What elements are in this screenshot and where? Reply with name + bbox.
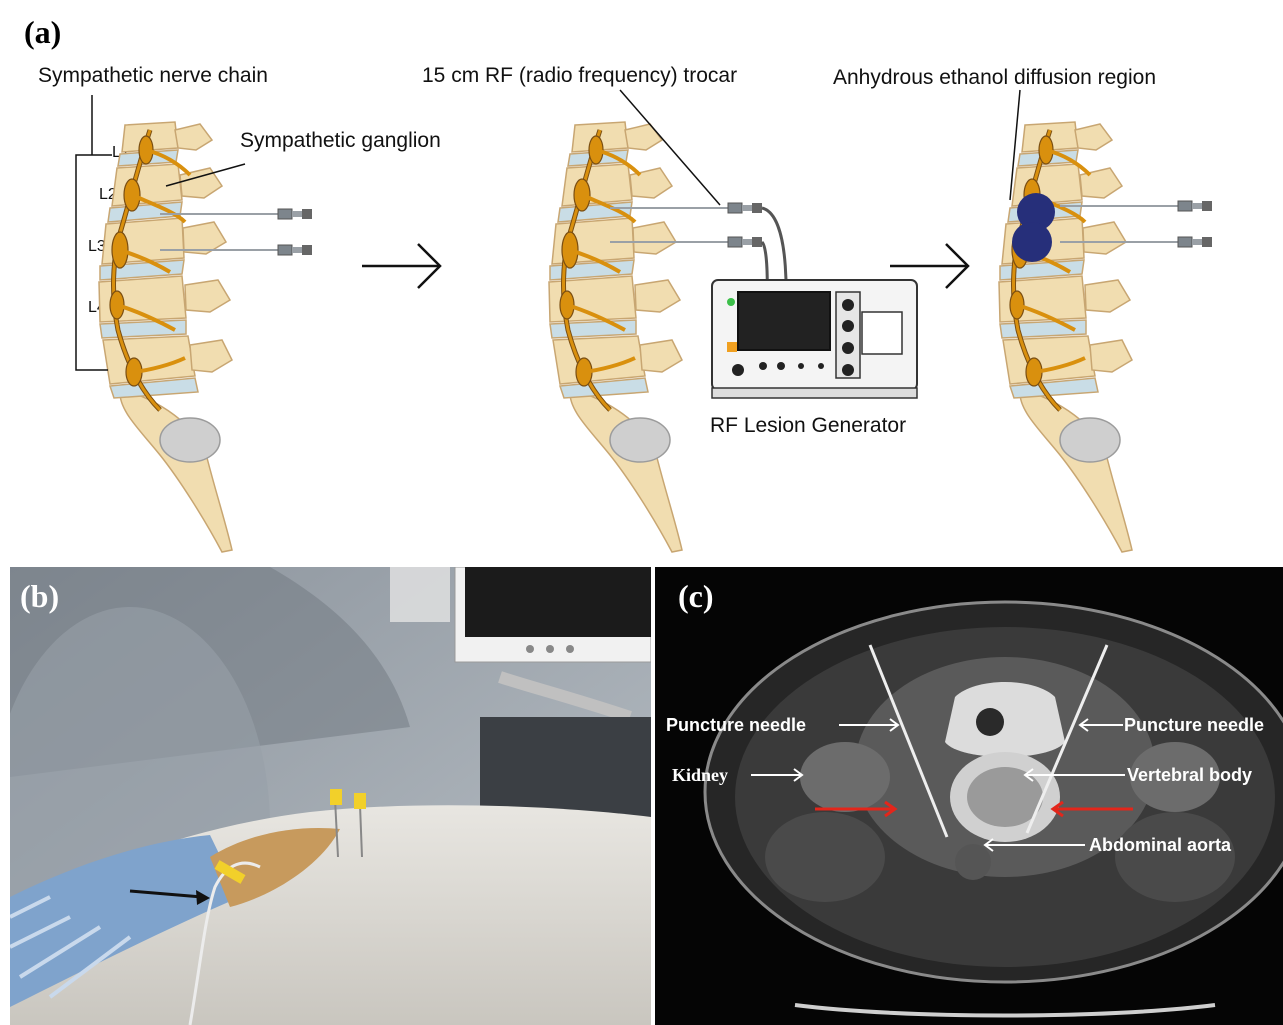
abdominal-aorta-label: Abdominal aorta: [1089, 835, 1231, 856]
puncture-needle-left-label: Puncture needle: [666, 715, 806, 736]
panel-b-label: (b): [20, 578, 59, 615]
ct-scan-image: [655, 567, 1283, 1025]
spine-illustration-right: [999, 122, 1212, 552]
rf-generator-device: [712, 280, 917, 398]
spine-illustration-left: [99, 122, 312, 552]
procedure-photo: [10, 567, 651, 1025]
puncture-needle-right-label: Puncture needle: [1124, 715, 1264, 736]
process-arrow-1: [362, 244, 440, 288]
panel-a-illustration: [0, 0, 1283, 565]
panel-c-label: (c): [678, 578, 714, 615]
vertebral-body-label: Vertebral body: [1127, 765, 1252, 786]
kidney-label: Kidney: [672, 765, 728, 786]
ethanol-diffusion-sphere-lower: [1012, 222, 1052, 262]
